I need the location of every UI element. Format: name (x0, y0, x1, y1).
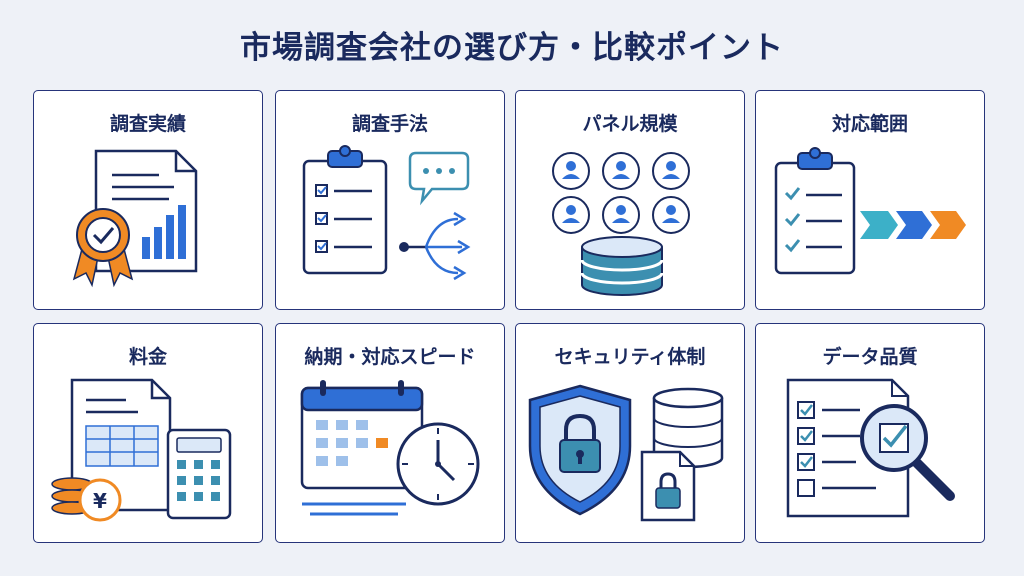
calendar-clock-icon (300, 380, 480, 516)
card-title: データ品質 (822, 346, 918, 368)
document-award-chart-icon (72, 149, 198, 288)
card-title: 納期・対応スピード (304, 346, 476, 368)
card-security: セキュリティ体制 (515, 323, 745, 543)
card-panel-size: パネル規模 (515, 90, 745, 310)
card-coverage: 対応範囲 (755, 90, 985, 310)
card-title: セキュリティ体制 (554, 346, 706, 368)
checklist-magnifier-icon (786, 378, 955, 518)
card-delivery-speed: 納期・対応スピード (275, 323, 505, 543)
invoice-coins-calculator-icon: ¥ (51, 378, 232, 522)
card-research-method: 調査手法 (275, 90, 505, 310)
card-title: 対応範囲 (831, 113, 908, 135)
clipboard-arrows-icon (774, 147, 966, 275)
card-data-quality: データ品質 (755, 323, 985, 543)
clipboard-chat-branch-icon (302, 145, 471, 281)
card-title: 料金 (128, 346, 167, 368)
page-title: 市場調査会社の選び方・比較ポイント (240, 30, 784, 66)
card-research-record: 調査実績 (33, 90, 263, 310)
shield-lock-database-icon (528, 384, 724, 522)
card-title: 調査手法 (351, 113, 428, 135)
yen-symbol: ¥ (93, 489, 107, 513)
card-pricing: 料金 ¥ (33, 323, 263, 543)
card-title: 調査実績 (109, 113, 186, 135)
user-panel-database-icon (552, 152, 690, 296)
card-title: パネル規模 (582, 113, 678, 135)
